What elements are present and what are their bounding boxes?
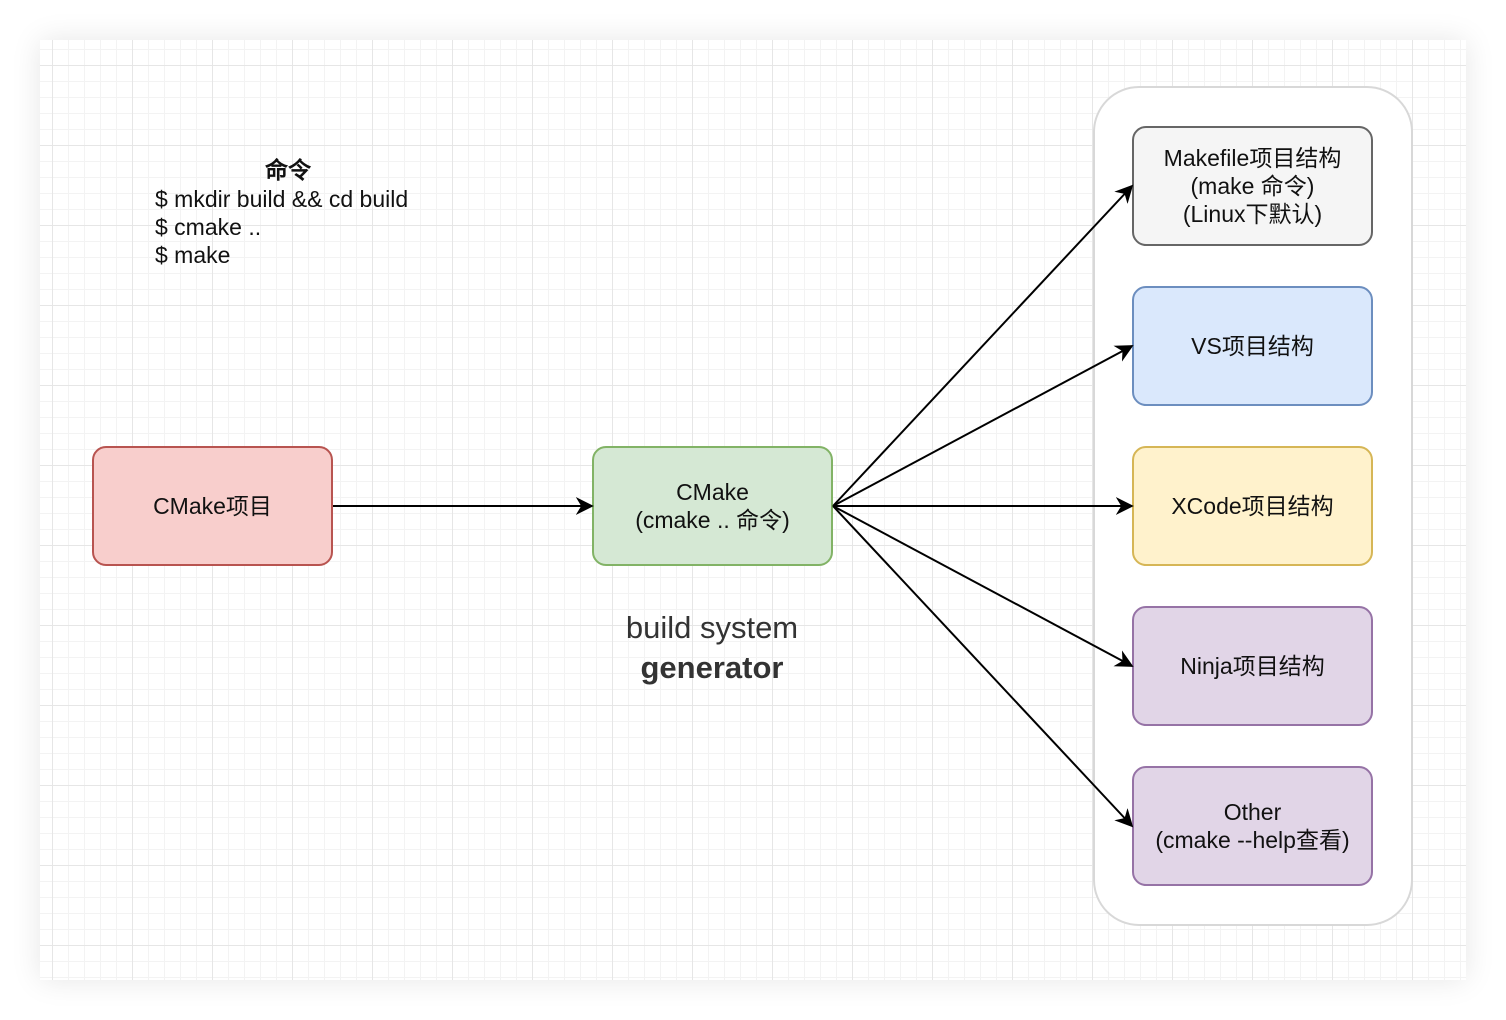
cmake-project-node[interactable]: CMake项目 [92,446,333,566]
makefile-default-note: (Linux下默认) [1182,201,1323,227]
ninja-project-node[interactable]: Ninja项目结构 [1132,606,1373,726]
xcode-project-label: XCode项目结构 [1171,493,1334,519]
cmake-generator-node[interactable]: CMake (cmake .. 命令) [592,446,833,566]
generator-label-line2: generator [640,650,784,685]
other-project-node[interactable]: Other (cmake --help查看) [1132,766,1373,886]
commands-title: 命令 [265,157,311,183]
command-line-mkdir: $ mkdir build && cd build [155,186,409,212]
xcode-project-node[interactable]: XCode项目结构 [1132,446,1373,566]
makefile-command: (make 命令) [1190,173,1315,199]
build-system-generator-label: build system generator [592,608,832,688]
makefile-title: Makefile项目结构 [1163,145,1342,171]
generator-label-line1: build system [625,610,799,645]
command-line-make: $ make [155,242,231,268]
makefile-project-node[interactable]: Makefile项目结构 (make 命令) (Linux下默认) [1132,126,1373,246]
ninja-project-label: Ninja项目结构 [1180,653,1325,679]
commands-note: 命令 $ mkdir build && cd build $ cmake .. … [155,155,408,269]
cmake-project-label: CMake项目 [153,493,272,519]
vs-project-node[interactable]: VS项目结构 [1132,286,1373,406]
other-help-note: (cmake --help查看) [1155,827,1350,853]
command-line-cmake: $ cmake .. [155,214,262,240]
other-title: Other [1223,799,1282,825]
vs-project-label: VS项目结构 [1191,333,1314,359]
cmake-generator-title: CMake [676,479,749,505]
cmake-generator-command: (cmake .. 命令) [635,507,790,533]
